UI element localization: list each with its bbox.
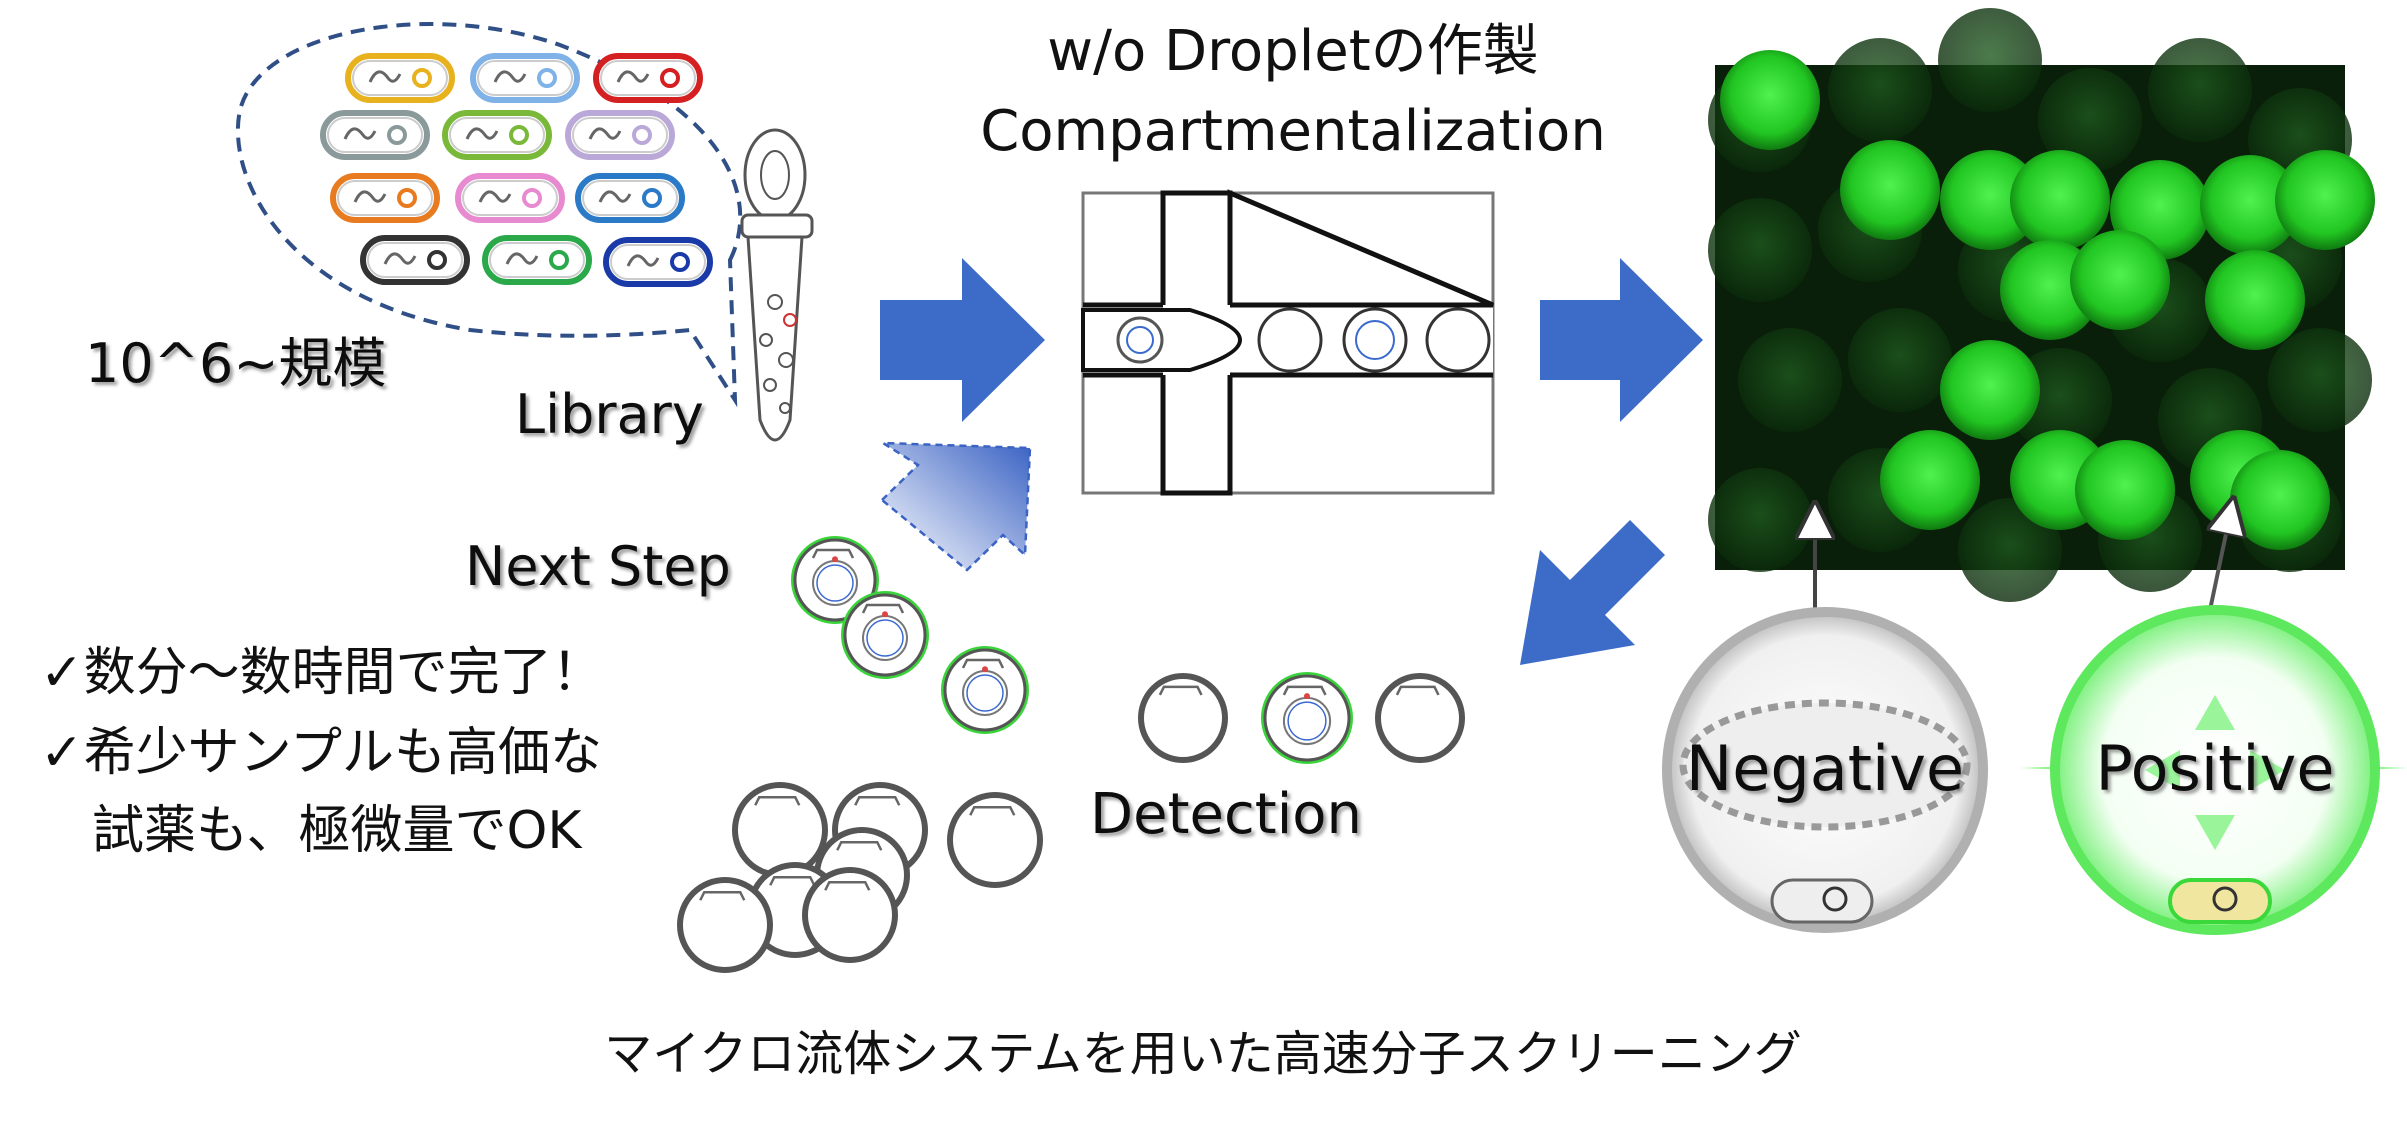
- detection-label: Detection: [1090, 782, 1362, 847]
- bright-droplet: [1940, 340, 2040, 440]
- arrow-right-icon: [1540, 258, 1703, 422]
- droplet-icon: [1261, 672, 1353, 764]
- droplet-icon: [1138, 673, 1228, 763]
- benefit-line-1: ✓数分～数時間で完了！: [40, 643, 604, 703]
- bright-droplet: [2275, 150, 2375, 250]
- bright-droplet: [2010, 150, 2110, 250]
- bright-droplet: [2075, 440, 2175, 540]
- droplet-icon: [841, 591, 929, 679]
- library-scale-label: 10^6~規模: [85, 332, 387, 395]
- cell-icon: [575, 173, 685, 223]
- bright-droplet: [2200, 155, 2300, 255]
- cell-icon: [455, 173, 565, 223]
- cell-icon: [442, 110, 552, 160]
- plasmid-icon: [962, 666, 1008, 716]
- sorted-droplets: [791, 536, 1029, 734]
- negative-label: Negative: [1686, 732, 1964, 805]
- benefit-line-3: 試薬も、極微量でOK: [92, 801, 583, 861]
- arrow-up-right-dashed-icon: [878, 441, 1032, 572]
- droplet-icon: [677, 877, 773, 973]
- arrow-right-icon: [880, 258, 1045, 422]
- cell-icon: [603, 237, 713, 287]
- bright-droplet: [1720, 50, 1820, 150]
- title-line-2: Compartmentalization: [980, 99, 1606, 164]
- library-cells: [320, 53, 713, 287]
- plasmid-icon: [1282, 693, 1332, 746]
- library-bubble: [235, 22, 743, 408]
- caption: マイクロ流体システムを用いた高速分子スクリーニング: [604, 1026, 1802, 1082]
- bright-droplet: [1840, 140, 1940, 240]
- dim-droplet: [1738, 328, 1842, 432]
- dim-droplet: [1828, 38, 1932, 142]
- waste-droplets: [677, 782, 1043, 973]
- cell-icon: [345, 53, 455, 103]
- cell-icon: [565, 110, 675, 160]
- cell-icon: [320, 110, 430, 160]
- dim-droplet: [1708, 468, 1812, 572]
- bright-droplet: [1940, 150, 2040, 250]
- dim-droplet: [2268, 328, 2372, 432]
- library-label: Library: [515, 383, 704, 446]
- detection-droplets: [1138, 672, 1465, 764]
- droplet-icon: [802, 867, 898, 963]
- fluorescence-image: [1708, 8, 2375, 602]
- dim-droplet: [2038, 68, 2142, 172]
- dim-droplet: [1958, 498, 2062, 602]
- cell-icon: [360, 235, 470, 285]
- next-step-label: Next Step: [465, 535, 731, 598]
- plasmid-icon: [812, 556, 858, 606]
- cell-icon: [482, 235, 592, 285]
- positive-droplet: [2020, 515, 2407, 935]
- microfluidic-device: [1081, 189, 1495, 496]
- droplet-icon: [732, 782, 828, 878]
- bright-droplet: [1880, 430, 1980, 530]
- dim-droplet: [1708, 198, 1812, 302]
- dim-droplet: [1848, 308, 1952, 412]
- benefit-line-2: ✓希少サンプルも高価な: [40, 723, 602, 783]
- droplet-icon: [1375, 673, 1465, 763]
- bright-droplet: [2070, 230, 2170, 330]
- dim-droplet: [2148, 38, 2252, 142]
- arrow-down-left-icon: [1520, 520, 1680, 665]
- tube-icon: [740, 128, 814, 442]
- negative-droplet: [1662, 520, 1988, 933]
- bright-droplet: [2230, 450, 2330, 550]
- title-line-1: w/o Dropletの作製: [1047, 19, 1538, 84]
- dim-droplet: [1938, 8, 2042, 112]
- positive-label: Positive: [2095, 732, 2334, 805]
- plasmid-icon: [862, 611, 908, 661]
- cell-icon: [593, 53, 703, 103]
- droplet-icon: [941, 646, 1029, 734]
- droplet-icon: [947, 792, 1043, 888]
- bright-droplet: [2205, 250, 2305, 350]
- cell-icon: [330, 173, 440, 223]
- cell-icon: [470, 53, 580, 103]
